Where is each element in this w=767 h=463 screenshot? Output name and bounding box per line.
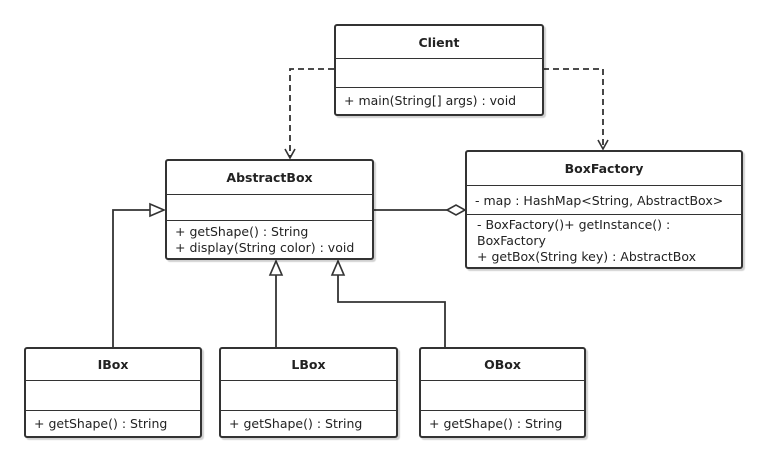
generalization-ibox bbox=[112, 209, 150, 347]
class-name: AbstractBox bbox=[167, 161, 372, 195]
attributes-compartment bbox=[26, 381, 200, 411]
operation: + getShape() : String bbox=[34, 415, 168, 431]
generalization-ibox-head bbox=[149, 202, 167, 218]
operation: BoxFactory bbox=[477, 233, 546, 248]
attributes-compartment bbox=[336, 59, 542, 88]
class-lbox[interactable]: LBox + getShape() : String bbox=[219, 347, 398, 438]
operations-compartment: + main(String[] args) : void bbox=[336, 88, 542, 114]
class-name: Client bbox=[336, 26, 542, 59]
class-ibox[interactable]: IBox + getShape() : String bbox=[24, 347, 202, 438]
operation: + getShape() : String bbox=[429, 415, 563, 431]
class-name: IBox bbox=[26, 349, 200, 381]
aggregation-diamond bbox=[445, 204, 467, 216]
operations-compartment: + getShape() : String bbox=[221, 411, 396, 436]
attributes-compartment: - map : HashMap<String, AbstractBox> bbox=[467, 186, 741, 215]
dependency-client-boxfactory bbox=[543, 68, 609, 151]
operations-compartment: + getShape() : String bbox=[421, 411, 584, 436]
generalization-lbox-head bbox=[268, 258, 284, 276]
generalization-obox-head bbox=[330, 258, 346, 276]
class-abstractbox[interactable]: AbstractBox + getShape() : String + disp… bbox=[165, 159, 374, 260]
class-obox[interactable]: OBox + getShape() : String bbox=[419, 347, 586, 438]
class-name: BoxFactory bbox=[467, 152, 741, 186]
class-name: LBox bbox=[221, 349, 396, 381]
dependency-client-abstractbox bbox=[284, 68, 334, 160]
attributes-compartment bbox=[421, 381, 584, 411]
operation: - BoxFactory()+ getInstance() : bbox=[477, 217, 671, 232]
attributes-compartment bbox=[167, 195, 372, 221]
attributes-compartment bbox=[221, 381, 396, 411]
operation: + getShape() : String bbox=[175, 223, 309, 239]
generalization-obox bbox=[337, 275, 446, 347]
operations-compartment: + getShape() : String bbox=[26, 411, 200, 436]
operation: + main(String[] args) : void bbox=[344, 93, 517, 108]
operation: + getBox(String key) : AbstractBox bbox=[477, 249, 696, 264]
operations-compartment: - BoxFactory()+ getInstance() : BoxFacto… bbox=[467, 215, 741, 267]
operations-compartment: + getShape() : String + display(String c… bbox=[167, 221, 372, 258]
class-boxfactory[interactable]: BoxFactory - map : HashMap<String, Abstr… bbox=[465, 150, 743, 269]
class-client[interactable]: Client + main(String[] args) : void bbox=[334, 24, 544, 116]
attribute: - map : HashMap<String, AbstractBox> bbox=[475, 192, 724, 208]
class-name: OBox bbox=[421, 349, 584, 381]
operation: + getShape() : String bbox=[229, 415, 363, 431]
operation: + display(String color) : void bbox=[175, 239, 355, 255]
